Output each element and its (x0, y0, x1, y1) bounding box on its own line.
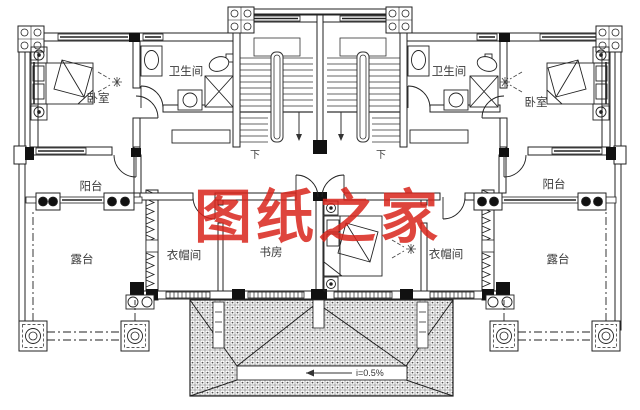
terrace-columns (18, 212, 621, 352)
label-terrace-left: 露台 (71, 252, 94, 266)
windows (25, 15, 617, 299)
nightstand-icon (323, 276, 339, 292)
door-bedroom-right (481, 95, 505, 119)
label-cloakroom-right: 衣帽间 (429, 247, 464, 261)
roof-slope-note: i=0.5% (356, 368, 384, 378)
stair-left (240, 37, 313, 143)
toilet-icon (208, 56, 230, 72)
roof-vent (416, 301, 429, 349)
label-balcony-left: 阳台 (80, 179, 103, 193)
bedroom-right-furniture (546, 46, 610, 121)
light-icon (500, 71, 523, 93)
label-balcony-right: 阳台 (543, 177, 566, 191)
vestibule-cabinets (171, 129, 469, 144)
bed-icon (546, 62, 610, 105)
bedroom-bottom-furniture (323, 200, 383, 292)
door-bedroom-left (135, 95, 159, 119)
roof-vent (212, 301, 225, 349)
label-bathroom-right: 卫生间 (432, 64, 467, 78)
nightstand-icon (323, 200, 339, 216)
bathroom-right-fixtures (407, 45, 499, 111)
toilet-icon (476, 56, 498, 72)
door-balcony-right (503, 154, 527, 178)
bed-icon (323, 215, 383, 277)
bedroom-left-furniture (30, 46, 94, 121)
label-cloakroom-left: 衣帽间 (167, 248, 202, 262)
door-bathroom-right (407, 85, 431, 109)
door-bathroom-left (140, 85, 164, 109)
light-icon (391, 239, 416, 259)
balcony-planters (35, 192, 607, 211)
walls (29, 14, 611, 300)
sink-icon (144, 50, 159, 70)
light-icon (97, 71, 122, 93)
bed-icon (30, 62, 94, 105)
bathroom-left-fixtures (140, 45, 234, 111)
roof: i=0.5% (189, 299, 454, 397)
door-study (295, 174, 319, 198)
label-terrace-right: 露台 (547, 252, 570, 266)
sink-icon (411, 50, 426, 70)
door-cloakroom-right (442, 196, 466, 220)
slope-arrow (306, 369, 352, 377)
label-study: 书房 (260, 246, 283, 259)
label-bathroom-left: 卫生间 (169, 64, 204, 78)
label-stair-down-right: 下 (376, 150, 386, 161)
stair-right (327, 37, 400, 143)
label-stair-down-left: 下 (250, 150, 260, 161)
roof-ridge-wall (312, 299, 325, 329)
door-cloakroom-left (192, 196, 216, 220)
room-labels: 卧室 卫生间 卫生间 卧室 阳台 阳台 露台 露台 衣帽间 衣帽间 书房 下 下 (71, 64, 570, 266)
door-balcony-left (113, 154, 137, 178)
corner-ornaments (17, 6, 623, 310)
label-bedroom-right: 卧室 (525, 95, 548, 109)
door-bedroom-bottom (321, 174, 345, 198)
light-symbols (97, 71, 523, 259)
watermark-text: 图纸之家 (194, 185, 442, 250)
doors (113, 85, 527, 220)
label-bedroom-left: 卧室 (87, 91, 110, 105)
